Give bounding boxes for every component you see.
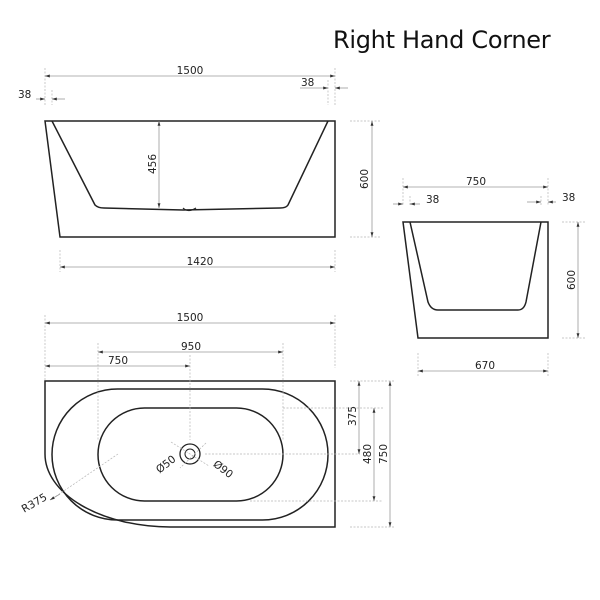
- end-view: [393, 178, 585, 376]
- side-depth-label: 456: [147, 154, 159, 174]
- top-inner-width-label: 480: [362, 444, 374, 464]
- side-base-label: 1420: [187, 256, 214, 268]
- corner-radius-label: R375: [20, 491, 50, 515]
- side-rim-left-label: 38: [18, 89, 31, 101]
- drawing-title: Right Hand Corner: [333, 26, 551, 54]
- drain-diameter-label: Ø50: [154, 453, 178, 476]
- side-height-label: 600: [359, 169, 371, 189]
- side-rim-right-label: 38: [301, 77, 314, 89]
- end-base-label: 670: [475, 360, 495, 372]
- end-rim-left-label: 38: [426, 194, 439, 206]
- top-length-label: 1500: [177, 312, 204, 324]
- end-width-label: 750: [466, 176, 486, 188]
- top-drain-offset-label: 750: [108, 355, 128, 367]
- side-length-label: 1500: [177, 65, 204, 77]
- top-view: [44, 315, 395, 528]
- side-view: [36, 68, 380, 272]
- top-drain-from-top-label: 375: [347, 406, 359, 426]
- top-inner-length-label: 950: [181, 341, 201, 353]
- top-width-label: 750: [378, 444, 390, 464]
- end-height-label: 600: [566, 270, 578, 290]
- outer-drain-diameter-label: Ø90: [211, 458, 235, 481]
- end-rim-right-label: 38: [562, 192, 575, 204]
